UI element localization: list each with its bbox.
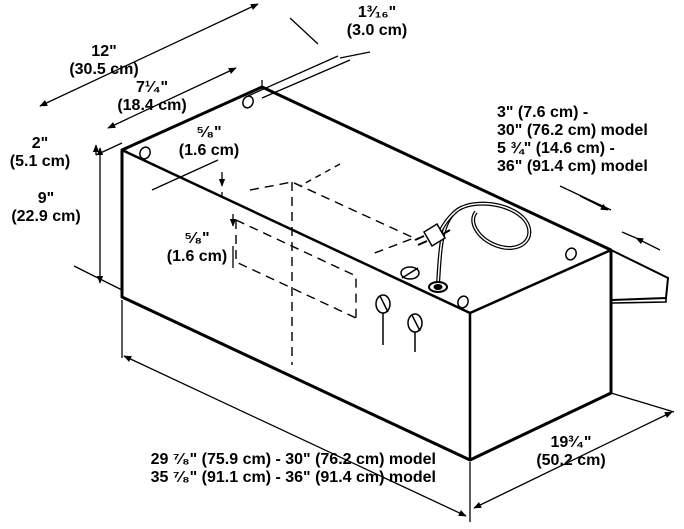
- hidden-vent-top: [249, 181, 416, 255]
- label-back-lip: 2" (5.1 cm): [2, 135, 78, 171]
- label-back-lip-imperial: 2": [31, 135, 49, 152]
- dim-1934-line: [473, 411, 673, 509]
- label-front-depth-metric: (50.2 cm): [536, 452, 606, 469]
- dim-1316-ext-a: [289, 17, 319, 45]
- label-top-offset-metric: (3.0 cm): [346, 22, 408, 39]
- label-duct-offset-line3: 5 ¾" (14.6 cm) -: [497, 140, 615, 157]
- hidden-vent-outline: [235, 220, 357, 319]
- power-cord: [428, 201, 532, 293]
- dim-duct-ext-a: [559, 185, 612, 211]
- label-depth-total: 12" (30.5 cm): [44, 43, 164, 79]
- label-hole-side-offset-imperial: ⁵⁄₈": [184, 230, 210, 247]
- slot-back-left: [139, 146, 151, 160]
- label-duct-offset-line2: 30" (76.2 cm) model: [497, 122, 648, 139]
- duct-collar: [605, 248, 670, 393]
- label-height: 9" (22.9 cm): [2, 190, 90, 226]
- dim-7-line: [107, 67, 237, 129]
- duct-flap-top: [605, 248, 670, 301]
- label-hole-depth-offset-metric: (1.6 cm): [178, 142, 240, 159]
- label-depth-partial: 7¹⁄₄" (18.4 cm): [102, 79, 202, 115]
- label-height-imperial: 9": [37, 190, 55, 207]
- label-height-metric: (22.9 cm): [11, 208, 81, 225]
- dim-1316-ext-b: [339, 51, 371, 59]
- dimension-lines: [39, 3, 675, 522]
- label-top-offset-imperial: 1³⁄₁₆": [357, 4, 397, 21]
- label-duct-offset: 3" (7.6 cm) - 30" (76.2 cm) model 5 ¾" (…: [497, 104, 682, 176]
- label-depth-partial-metric: (18.4 cm): [117, 97, 187, 114]
- label-hole-depth-offset-imperial: ⁵⁄₈": [196, 124, 222, 141]
- label-hole-depth-offset: ⁵⁄₈" (1.6 cm): [164, 124, 254, 160]
- hidden-lines: [235, 163, 416, 365]
- slot-right: [565, 247, 577, 261]
- label-width-line2: 35 ⁷⁄₈" (91.1 cm) - 36" (91.4 cm) model: [150, 469, 436, 486]
- slot-front: [457, 295, 469, 309]
- hidden-vent-side: [235, 219, 357, 318]
- label-hole-side-offset-metric: (1.6 cm): [166, 248, 228, 265]
- label-duct-offset-line4: 36" (91.4 cm) model: [497, 158, 648, 175]
- cord-coil-inner: [437, 202, 531, 285]
- label-front-depth-imperial: 19³⁄₄": [550, 434, 592, 451]
- label-back-lip-metric: (5.1 cm): [9, 153, 71, 170]
- label-front-depth: 19³⁄₄" (50.2 cm): [516, 434, 626, 470]
- label-width-line1: 29 ⁷⁄₈" (75.9 cm) - 30" (76.2 cm) model: [150, 451, 436, 468]
- label-top-offset: 1³⁄₁₆" (3.0 cm): [332, 4, 422, 40]
- dim-58a-ext: [151, 159, 219, 191]
- label-width: 29 ⁷⁄₈" (75.9 cm) - 30" (76.2 cm) model …: [70, 451, 436, 487]
- label-depth-partial-imperial: 7¹⁄₄": [135, 79, 169, 96]
- label-duct-offset-line1: 3" (7.6 cm) -: [497, 104, 589, 121]
- dim-duct-arrow-b: [635, 237, 661, 251]
- plug-icon: [414, 222, 451, 248]
- knockout-hole: [400, 266, 420, 280]
- dim-1316-ext-c: [247, 55, 339, 97]
- label-depth-total-metric: (30.5 cm): [69, 61, 139, 78]
- label-depth-total-imperial: 12": [91, 43, 117, 60]
- dim-12-line: [39, 3, 259, 107]
- hood-lip-line: [121, 141, 139, 151]
- hidden-centerline-2: [299, 163, 341, 187]
- dim-width-line: [123, 355, 467, 517]
- dim-duct-arrow-a: [579, 195, 609, 211]
- dim-1316-ext-d: [261, 59, 351, 99]
- side-knockouts: [375, 294, 423, 352]
- label-hole-side-offset: ⁵⁄₈" (1.6 cm): [152, 230, 242, 266]
- duct-flap-side: [611, 298, 667, 304]
